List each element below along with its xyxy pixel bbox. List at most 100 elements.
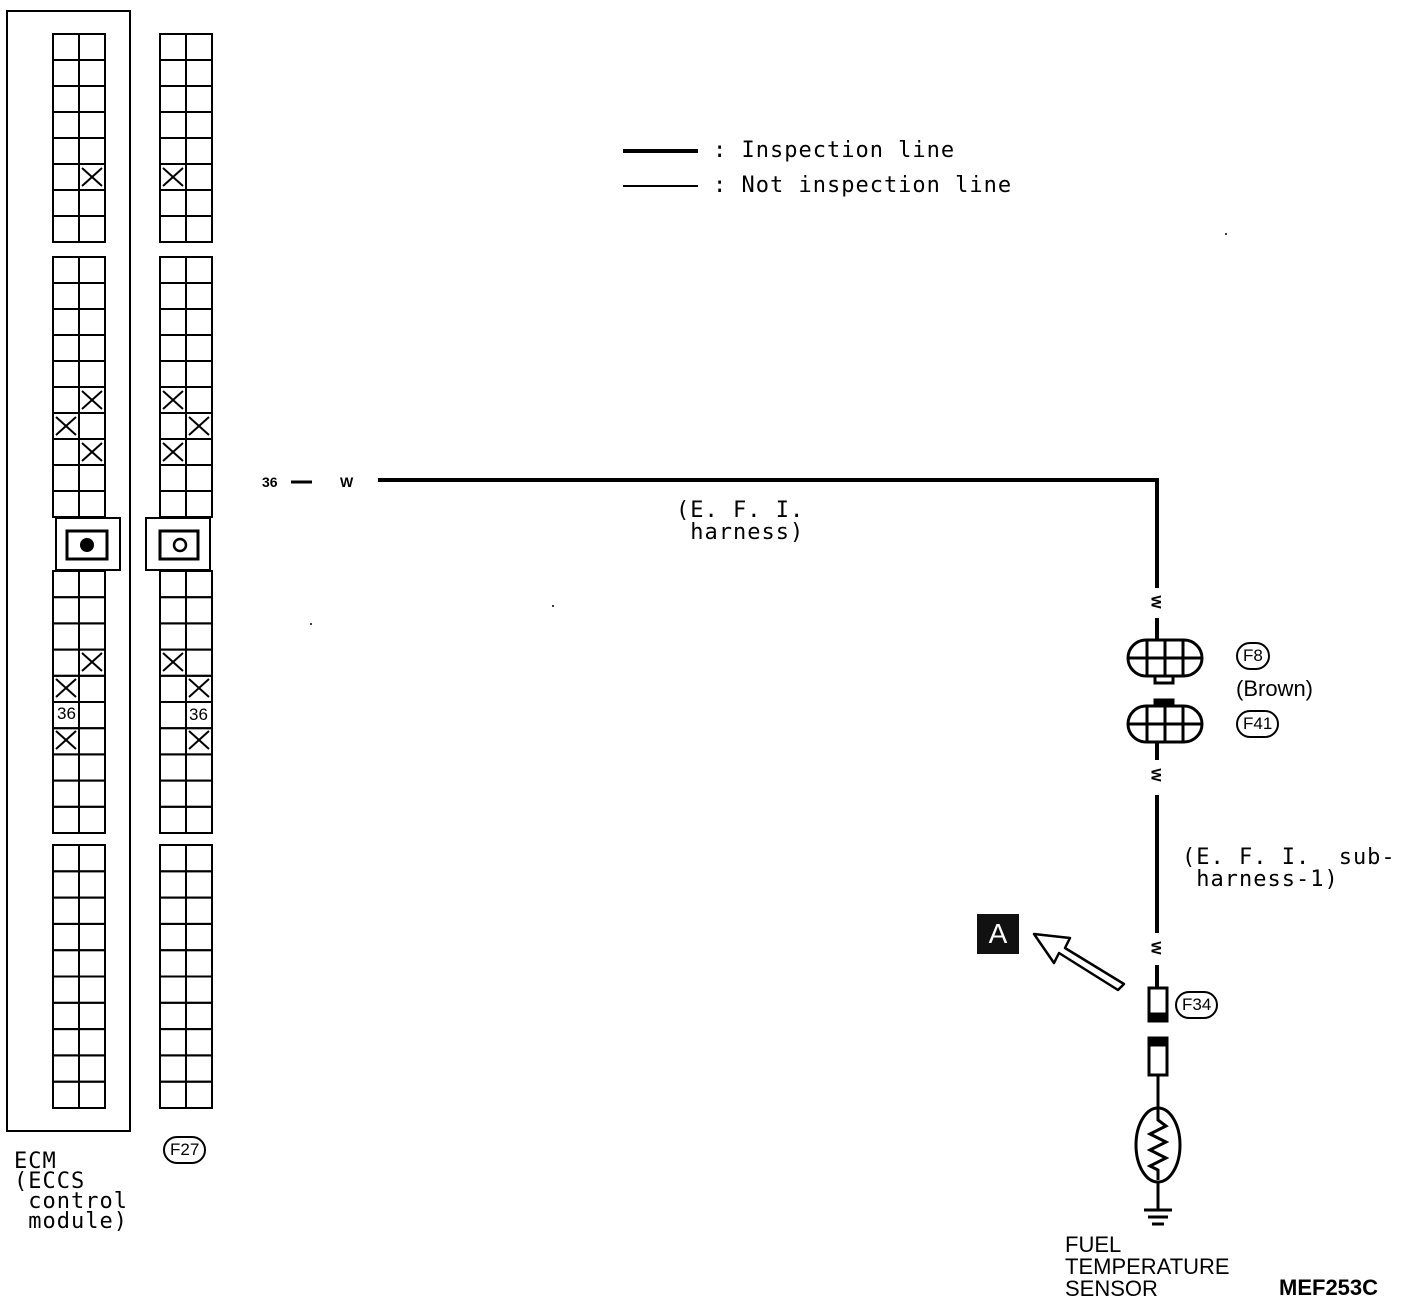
connector-cavity bbox=[159, 33, 187, 61]
connector-cavity bbox=[159, 137, 187, 165]
connector-cavity bbox=[185, 215, 213, 243]
wire-color-code: W bbox=[1148, 595, 1165, 609]
connector-cavity bbox=[52, 1080, 80, 1109]
f8-tag: F8 bbox=[1236, 642, 1270, 670]
ecm-label-line3: control bbox=[14, 1189, 128, 1214]
connector-cavity bbox=[185, 386, 213, 414]
connector-cavity bbox=[159, 1080, 187, 1109]
view-a-arrow bbox=[1032, 932, 1126, 992]
harness-label-line2: harness) bbox=[676, 520, 805, 545]
connector-cavity bbox=[52, 59, 80, 87]
view-marker-a: A bbox=[977, 914, 1019, 954]
connector-cavity bbox=[159, 896, 187, 925]
thermistor-icon bbox=[1134, 1106, 1182, 1184]
connector-cavity bbox=[159, 949, 187, 978]
connector-cavity bbox=[78, 949, 106, 978]
connector-cavity bbox=[78, 111, 106, 139]
connector-cavity bbox=[52, 1054, 80, 1083]
connector-cavity bbox=[52, 844, 80, 873]
connector-cavity bbox=[185, 753, 213, 782]
figure-code: MEF253C bbox=[1279, 1275, 1379, 1300]
connector-cavity bbox=[159, 360, 187, 388]
connector-cavity bbox=[159, 674, 187, 703]
ecm-lock bbox=[55, 517, 121, 571]
connector-cavity bbox=[159, 870, 187, 899]
connector-cavity bbox=[185, 922, 213, 952]
connector-cavity bbox=[159, 111, 187, 139]
legend-inspection-text: : Inspection line bbox=[713, 138, 956, 163]
connector-cavity bbox=[185, 870, 213, 899]
blocked-cavity-mark bbox=[81, 652, 103, 672]
wire-color-code: W bbox=[340, 474, 354, 490]
connector-cavity bbox=[78, 753, 106, 782]
connector-cavity bbox=[159, 753, 187, 782]
connector-cavity bbox=[78, 570, 106, 599]
connector-cavity bbox=[78, 334, 106, 362]
blocked-cavity-mark bbox=[55, 730, 77, 750]
connector-cavity bbox=[185, 282, 213, 310]
connector-cavity bbox=[159, 975, 187, 1004]
ground-icon bbox=[1144, 1182, 1172, 1226]
f34-connector bbox=[1147, 986, 1169, 1077]
connector-cavity bbox=[159, 701, 187, 730]
connector-cavity bbox=[78, 1080, 106, 1109]
wire-color-code: W bbox=[1148, 941, 1165, 955]
connector-cavity bbox=[185, 137, 213, 165]
ecm-connector-grid bbox=[52, 33, 106, 1109]
connector-cavity bbox=[52, 215, 80, 243]
connector-cavity bbox=[159, 85, 187, 113]
connector-cavity bbox=[52, 975, 80, 1004]
connector-cavity bbox=[185, 1028, 213, 1057]
blocked-cavity-mark bbox=[162, 390, 184, 410]
connector-cavity bbox=[159, 844, 187, 873]
connector-cavity bbox=[185, 975, 213, 1004]
connector-cavity bbox=[185, 111, 213, 139]
connector-cavity bbox=[185, 256, 213, 284]
connector-cavity bbox=[78, 412, 106, 440]
connector-cavity bbox=[159, 412, 187, 440]
f27-connector-grid bbox=[159, 33, 213, 1109]
connector-cavity bbox=[185, 59, 213, 87]
connector-cavity bbox=[185, 464, 213, 492]
connector-cavity bbox=[78, 215, 106, 243]
connector-cavity bbox=[185, 360, 213, 388]
ecm-label-line4: module) bbox=[14, 1209, 128, 1234]
speck bbox=[310, 623, 312, 625]
connector-cavity bbox=[159, 256, 187, 284]
blocked-cavity-mark bbox=[188, 416, 210, 436]
connector-cavity bbox=[185, 570, 213, 599]
connector-cavity bbox=[78, 1028, 106, 1057]
connector-cavity bbox=[159, 334, 187, 362]
speck bbox=[552, 605, 554, 607]
f8-color-label: (Brown) bbox=[1236, 676, 1314, 701]
connector-cavity bbox=[78, 922, 106, 952]
connector-cavity bbox=[78, 896, 106, 925]
connector-cavity bbox=[159, 727, 187, 756]
blocked-cavity-mark bbox=[81, 442, 103, 462]
f41-connector bbox=[1126, 698, 1204, 744]
connector-cavity bbox=[185, 33, 213, 61]
connector-cavity bbox=[159, 490, 187, 518]
connector-cavity bbox=[159, 189, 187, 217]
sensor-label-line2: TEMPERATURE bbox=[1065, 1254, 1230, 1279]
connector-cavity bbox=[159, 1001, 187, 1031]
connector-cavity bbox=[159, 464, 187, 492]
blocked-cavity-mark bbox=[81, 167, 103, 187]
connector-cavity bbox=[159, 570, 187, 599]
connector-cavity bbox=[52, 308, 80, 336]
connector-cavity bbox=[52, 189, 80, 217]
connector-cavity bbox=[78, 1001, 106, 1031]
connector-cavity bbox=[52, 438, 80, 466]
blocked-cavity-mark bbox=[81, 390, 103, 410]
sensor-label-line3: SENSOR bbox=[1065, 1276, 1158, 1301]
connector-cavity bbox=[78, 33, 106, 61]
connector-cavity bbox=[185, 779, 213, 808]
blocked-cavity-mark bbox=[162, 442, 184, 462]
connector-cavity bbox=[52, 570, 80, 599]
f34-tag: F34 bbox=[1175, 991, 1219, 1019]
connector-cavity bbox=[78, 308, 106, 336]
connector-cavity bbox=[52, 805, 80, 834]
connector-cavity bbox=[52, 386, 80, 414]
connector-cavity bbox=[159, 1028, 187, 1057]
